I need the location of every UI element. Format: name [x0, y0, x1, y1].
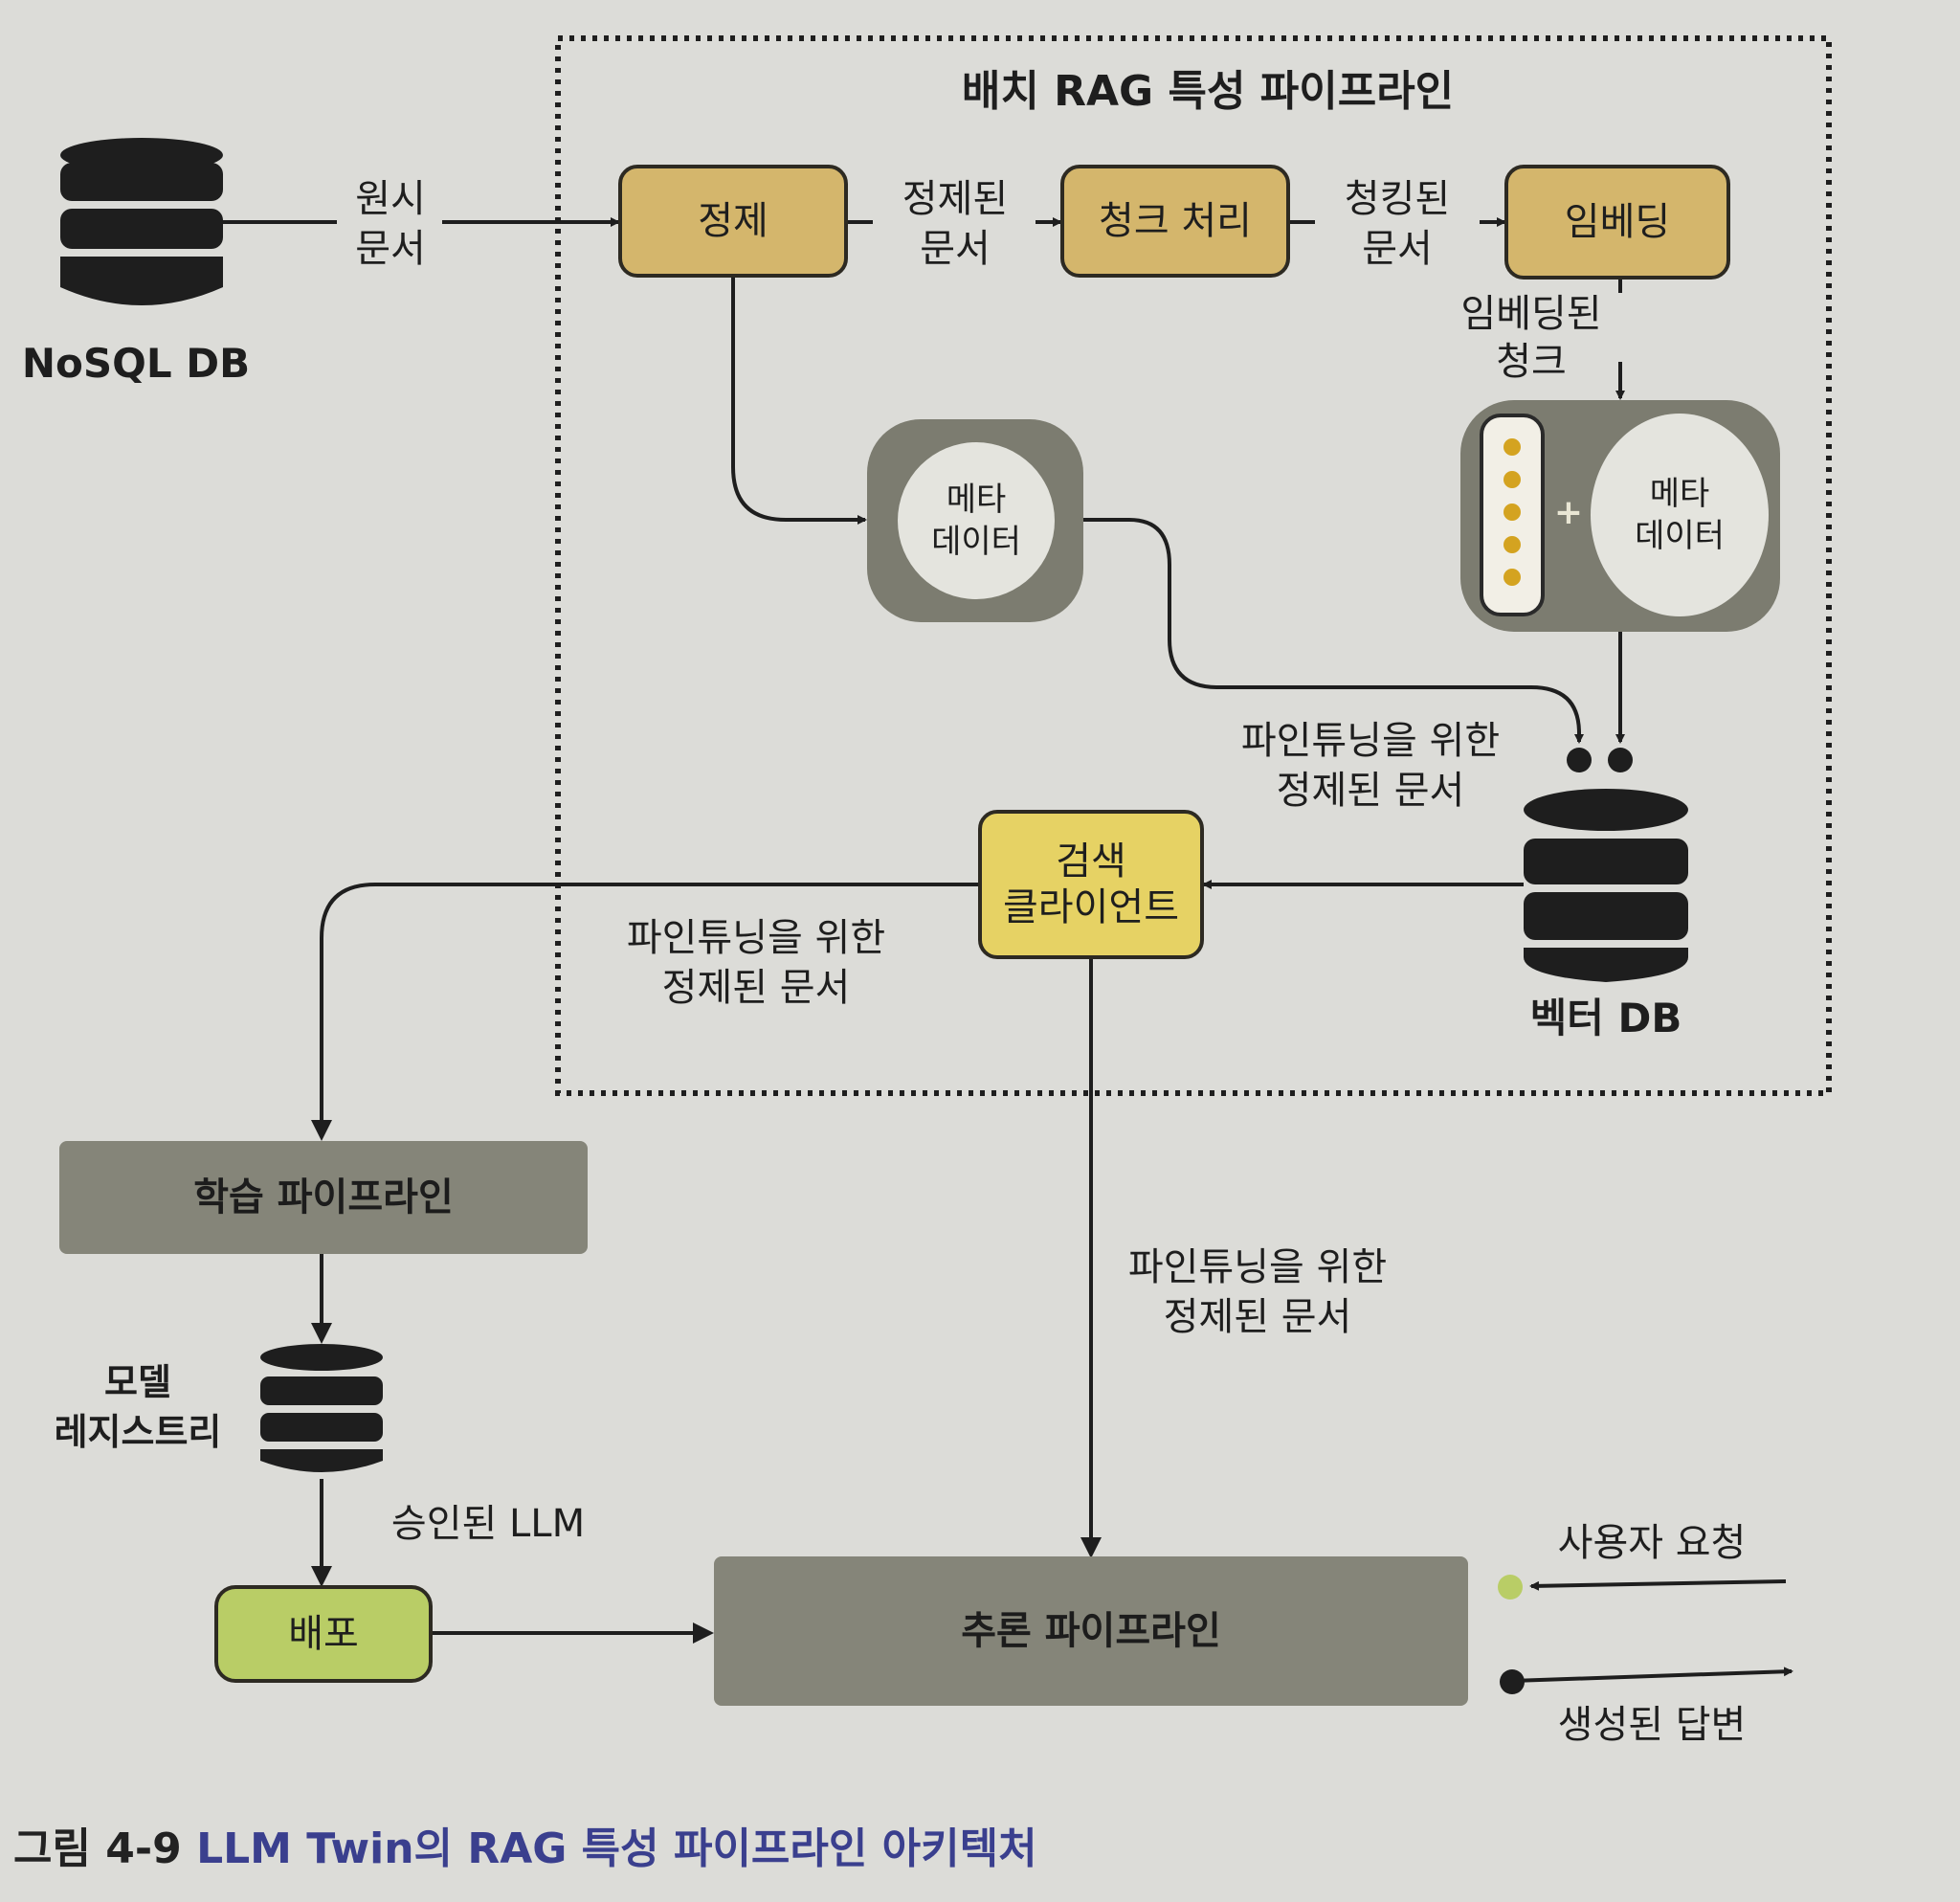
- figure-caption-text: LLM Twin의 RAG 특성 파이프라인 아키텍처: [196, 1824, 1037, 1873]
- finetune-docs-mid-1: 파인튜닝을 위한: [1127, 1245, 1388, 1289]
- inference-pipeline[interactable]: 추론 파이프라인: [714, 1556, 1468, 1706]
- training-pipeline[interactable]: 학습 파이프라인: [59, 1141, 588, 1254]
- clean-step[interactable]: 정제: [618, 165, 848, 278]
- cleaned-docs-label-2: 문서: [920, 227, 991, 271]
- embedding-vector-icon: [1480, 414, 1545, 616]
- finetune-docs-left-2: 정제된 문서: [661, 966, 851, 1010]
- vector-metadata-group: + 메타 데이터: [1460, 400, 1780, 632]
- approved-llm-label: 승인된 LLM: [390, 1502, 586, 1546]
- embedded-chunks-label-1: 임베딩된: [1460, 292, 1602, 336]
- retrieval-client[interactable]: 검색 클라이언트: [978, 810, 1204, 959]
- generated-answer-dot: [1500, 1669, 1525, 1694]
- metadata-node: 메타 데이터: [867, 419, 1083, 622]
- model-registry-label-1: 모델: [104, 1361, 171, 1403]
- chunked-docs-label-2: 문서: [1362, 227, 1433, 271]
- chunk-metadata-circle: 메타 데이터: [1591, 414, 1769, 616]
- metadata-label-2: 데이터: [931, 523, 1021, 561]
- edge-clean-metadata: [731, 278, 867, 525]
- edge-client-training: [311, 883, 978, 1141]
- vector-inlet-dot-meta: [1567, 748, 1592, 772]
- batch-pipeline-title: 배치 RAG 특성 파이프라인: [961, 67, 1455, 116]
- chunking-step[interactable]: 청크 처리: [1060, 165, 1290, 278]
- deploy-step[interactable]: 배포: [214, 1585, 433, 1683]
- model-registry-icon: [260, 1344, 383, 1472]
- user-request-dot: [1498, 1575, 1523, 1600]
- vector-inlet-dot-embed: [1608, 748, 1633, 772]
- chunk-metadata-label-2: 데이터: [1635, 517, 1725, 555]
- figure-caption: 그림 4-9 LLM Twin의 RAG 특성 파이프라인 아키텍처: [13, 1814, 1037, 1875]
- embedding-step[interactable]: 임베딩: [1504, 165, 1730, 280]
- finetune-docs-mid-2: 정제된 문서: [1163, 1295, 1352, 1339]
- edge-user-request: [1529, 1579, 1787, 1591]
- chunked-docs-label-1: 청킹된: [1344, 177, 1451, 221]
- embedded-chunks-label-2: 청크: [1496, 340, 1567, 384]
- batch-pipeline-frame: [555, 35, 1832, 1096]
- finetune-docs-left-1: 파인튜닝을 위한: [626, 916, 886, 960]
- vector-db-icon: [1524, 789, 1688, 982]
- edge-generated-answer: [1511, 1667, 1793, 1683]
- cleaned-docs-label-1: 정제된: [902, 177, 1009, 221]
- raw-docs-label-1: 원시: [355, 177, 426, 221]
- retrieval-client-label-1: 검색: [1056, 839, 1126, 884]
- plus-sign: +: [1553, 493, 1584, 532]
- model-registry-label-2: 레지스트리: [54, 1411, 222, 1453]
- edge-metadata-vector: [1081, 518, 1584, 744]
- retrieval-client-label-2: 클라이언트: [1003, 885, 1179, 929]
- nosql-db-icon: [60, 138, 223, 305]
- metadata-circle: 메타 데이터: [898, 442, 1055, 599]
- metadata-label-1: 메타: [946, 481, 1007, 519]
- raw-docs-label-2: 문서: [355, 227, 426, 271]
- finetune-docs-top-2: 정제된 문서: [1276, 769, 1465, 813]
- vector-db-label: 벡터 DB: [1529, 995, 1682, 1041]
- user-request-label: 사용자 요청: [1557, 1521, 1747, 1565]
- figure-caption-number: 그림 4-9: [13, 1824, 182, 1873]
- generated-answer-label: 생성된 답변: [1557, 1703, 1747, 1747]
- chunk-metadata-label-1: 메타: [1649, 475, 1710, 513]
- finetune-docs-top-1: 파인튜닝을 위한: [1240, 719, 1501, 763]
- nosql-db-label: NoSQL DB: [21, 340, 251, 387]
